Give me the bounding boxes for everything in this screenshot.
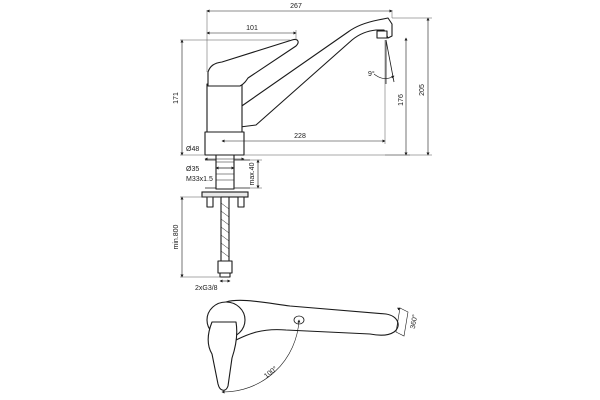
label-171: 171: [173, 92, 180, 104]
label-360-deg: 360°: [409, 314, 419, 330]
label-min-800: min.800: [173, 224, 180, 249]
label-dia-35: Ø35: [186, 166, 199, 173]
side-view: [201, 17, 393, 278]
dimension-lines: [180, 9, 432, 283]
label-205: 205: [419, 84, 426, 96]
aerator: [376, 30, 388, 39]
fixing-plate: [201, 191, 249, 208]
label-100-deg: 100°: [263, 365, 279, 380]
base-flange: [204, 131, 245, 156]
label-thread: M33x1.5: [186, 176, 213, 183]
label-g38: 2xG3/8: [195, 285, 218, 292]
body-column: [206, 83, 243, 133]
label-max-40: max.40: [249, 162, 256, 185]
label-101: 101: [246, 25, 258, 32]
labels: 267 101 228 171 176 205 9° Ø48 Ø35 M33x1…: [173, 3, 426, 380]
spout: [235, 17, 393, 128]
top-lever: [207, 321, 238, 391]
top-spout: [225, 299, 399, 341]
label-dia-48: Ø48: [186, 146, 199, 153]
label-176: 176: [398, 94, 405, 106]
label-228: 228: [294, 133, 306, 140]
rotation-indicator: [395, 308, 409, 337]
supply-hoses: [217, 196, 233, 278]
lever-handle: [207, 38, 299, 87]
label-angle-9: 9°: [368, 70, 375, 78]
label-267: 267: [290, 3, 302, 10]
swivel-arc: [221, 319, 301, 394]
top-view: [206, 299, 409, 394]
